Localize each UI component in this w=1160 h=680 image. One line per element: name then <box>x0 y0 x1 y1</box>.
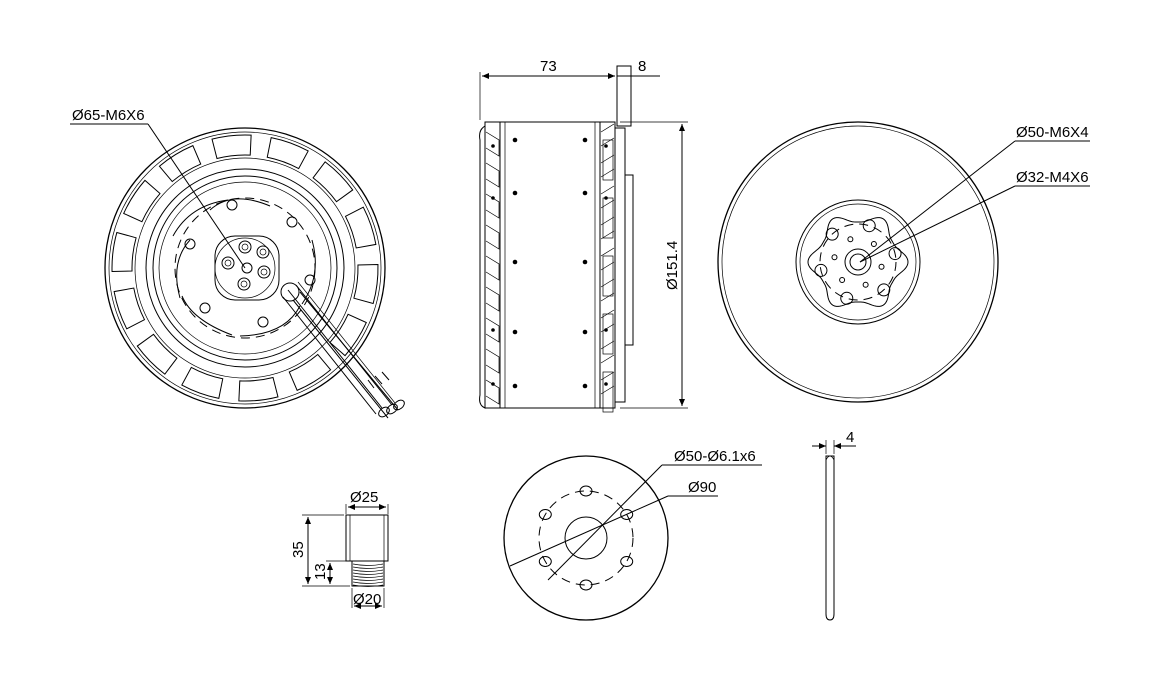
rear-hub-holes <box>814 219 902 305</box>
vent-slot <box>344 206 377 249</box>
bolt-dot <box>582 190 588 196</box>
side-dim-flange: 8 <box>638 58 646 75</box>
thread <box>352 563 384 566</box>
bolt-dot <box>604 382 608 386</box>
plate-side-dim-thickness: 4 <box>846 429 854 446</box>
side-view: 73 8 Ø151.4 <box>479 58 688 413</box>
fin <box>485 224 500 250</box>
inner-hole <box>839 276 846 283</box>
inner-hole <box>870 241 877 248</box>
bolt-dot <box>512 383 518 389</box>
thread <box>352 584 384 587</box>
plate-hole <box>579 485 593 497</box>
rear-view: Ø50-M6X4 Ø32-M4X6 <box>717 121 1090 403</box>
bolt-dot <box>582 259 588 265</box>
fin <box>485 131 500 157</box>
adapter-dim-height: 35 <box>290 541 307 558</box>
rear-callout-inner-holes: Ø32-M4X6 <box>1016 169 1089 186</box>
fin <box>485 317 500 343</box>
bolt-dot <box>582 137 588 143</box>
hub-hole <box>814 263 828 277</box>
bolt-dot <box>582 329 588 335</box>
front-callout-mount-holes: Ø65-M6X6 <box>72 107 145 124</box>
adapter-dim-top-diameter: Ø25 <box>350 489 378 506</box>
vent-slot <box>353 264 379 305</box>
fin-window <box>602 255 614 297</box>
fin <box>485 286 500 312</box>
vent-slot <box>312 161 354 203</box>
fin <box>485 162 500 188</box>
hub-hole <box>888 247 902 261</box>
fin <box>485 348 500 374</box>
fin-window <box>602 139 614 181</box>
front-view: Ø65-M6X6 <box>70 107 405 419</box>
plate-callout-holes: Ø50-Ø6.1x6 <box>674 448 756 465</box>
hub-hole <box>877 283 891 297</box>
vent-slot <box>266 137 309 170</box>
vent-slot <box>158 144 202 183</box>
inner-hole <box>831 254 838 261</box>
plate-hole <box>579 579 593 591</box>
bolt-dot <box>604 144 608 148</box>
bolt-dot <box>512 190 518 196</box>
adapter-dim-thread-diameter: Ø20 <box>353 591 381 608</box>
adapter-dim-thread-length: 13 <box>312 563 329 580</box>
thread <box>352 578 384 581</box>
inner-hole <box>847 236 854 243</box>
hub-hole <box>862 219 876 233</box>
rear-hub-flange <box>807 217 909 307</box>
bolt-dot <box>491 382 495 386</box>
thread <box>352 569 384 572</box>
left-fins <box>485 131 500 405</box>
plate-callout-diameter: Ø90 <box>688 479 716 496</box>
hub-hole <box>825 227 839 241</box>
thread <box>352 572 384 575</box>
bolt-dot <box>512 137 518 143</box>
bolt-dot <box>512 259 518 265</box>
vent-slot <box>288 353 332 392</box>
thread <box>352 575 384 578</box>
plate-side-view: 4 <box>812 429 856 621</box>
plate-hole <box>620 509 634 520</box>
bolt-dot <box>604 196 608 200</box>
fin-window <box>602 313 614 355</box>
hub-hole <box>840 291 854 305</box>
fin-window <box>602 197 614 239</box>
bolt-dot <box>491 328 495 332</box>
mount-plate-view: Ø50-Ø6.1x6 Ø90 <box>503 448 762 621</box>
vent-slot <box>113 287 146 330</box>
fin-window <box>602 371 614 413</box>
inner-hole <box>862 281 869 288</box>
rear-callout-outer-holes: Ø50-M6X4 <box>1016 124 1089 141</box>
thread <box>352 581 384 584</box>
side-dim-length: 73 <box>540 58 557 75</box>
vent-slot <box>211 134 252 160</box>
bolt-dot <box>491 144 495 148</box>
ventilation-slots <box>111 134 379 402</box>
vent-slot <box>136 333 178 375</box>
bolt-dot <box>604 328 608 332</box>
mount-plate-holes <box>538 485 634 591</box>
plate-hole <box>538 509 552 520</box>
vent-slot <box>111 231 137 272</box>
plate-hole <box>538 556 552 567</box>
inner-hole <box>878 263 885 270</box>
fin <box>485 255 500 281</box>
side-dim-diameter: Ø151.4 <box>664 241 681 290</box>
plate-hole <box>620 556 634 567</box>
bolt-dot <box>512 329 518 335</box>
vent-slot <box>123 179 161 223</box>
prop-adapter-view: Ø25 35 13 Ø20 <box>290 489 389 609</box>
bolt-dot <box>491 196 495 200</box>
right-fins <box>600 123 615 413</box>
bolt-dots <box>491 137 608 389</box>
vent-slot <box>238 376 279 402</box>
vent-slot <box>181 366 224 399</box>
thread <box>352 566 384 569</box>
bolt-dot <box>582 383 588 389</box>
thread-lines <box>352 563 384 587</box>
